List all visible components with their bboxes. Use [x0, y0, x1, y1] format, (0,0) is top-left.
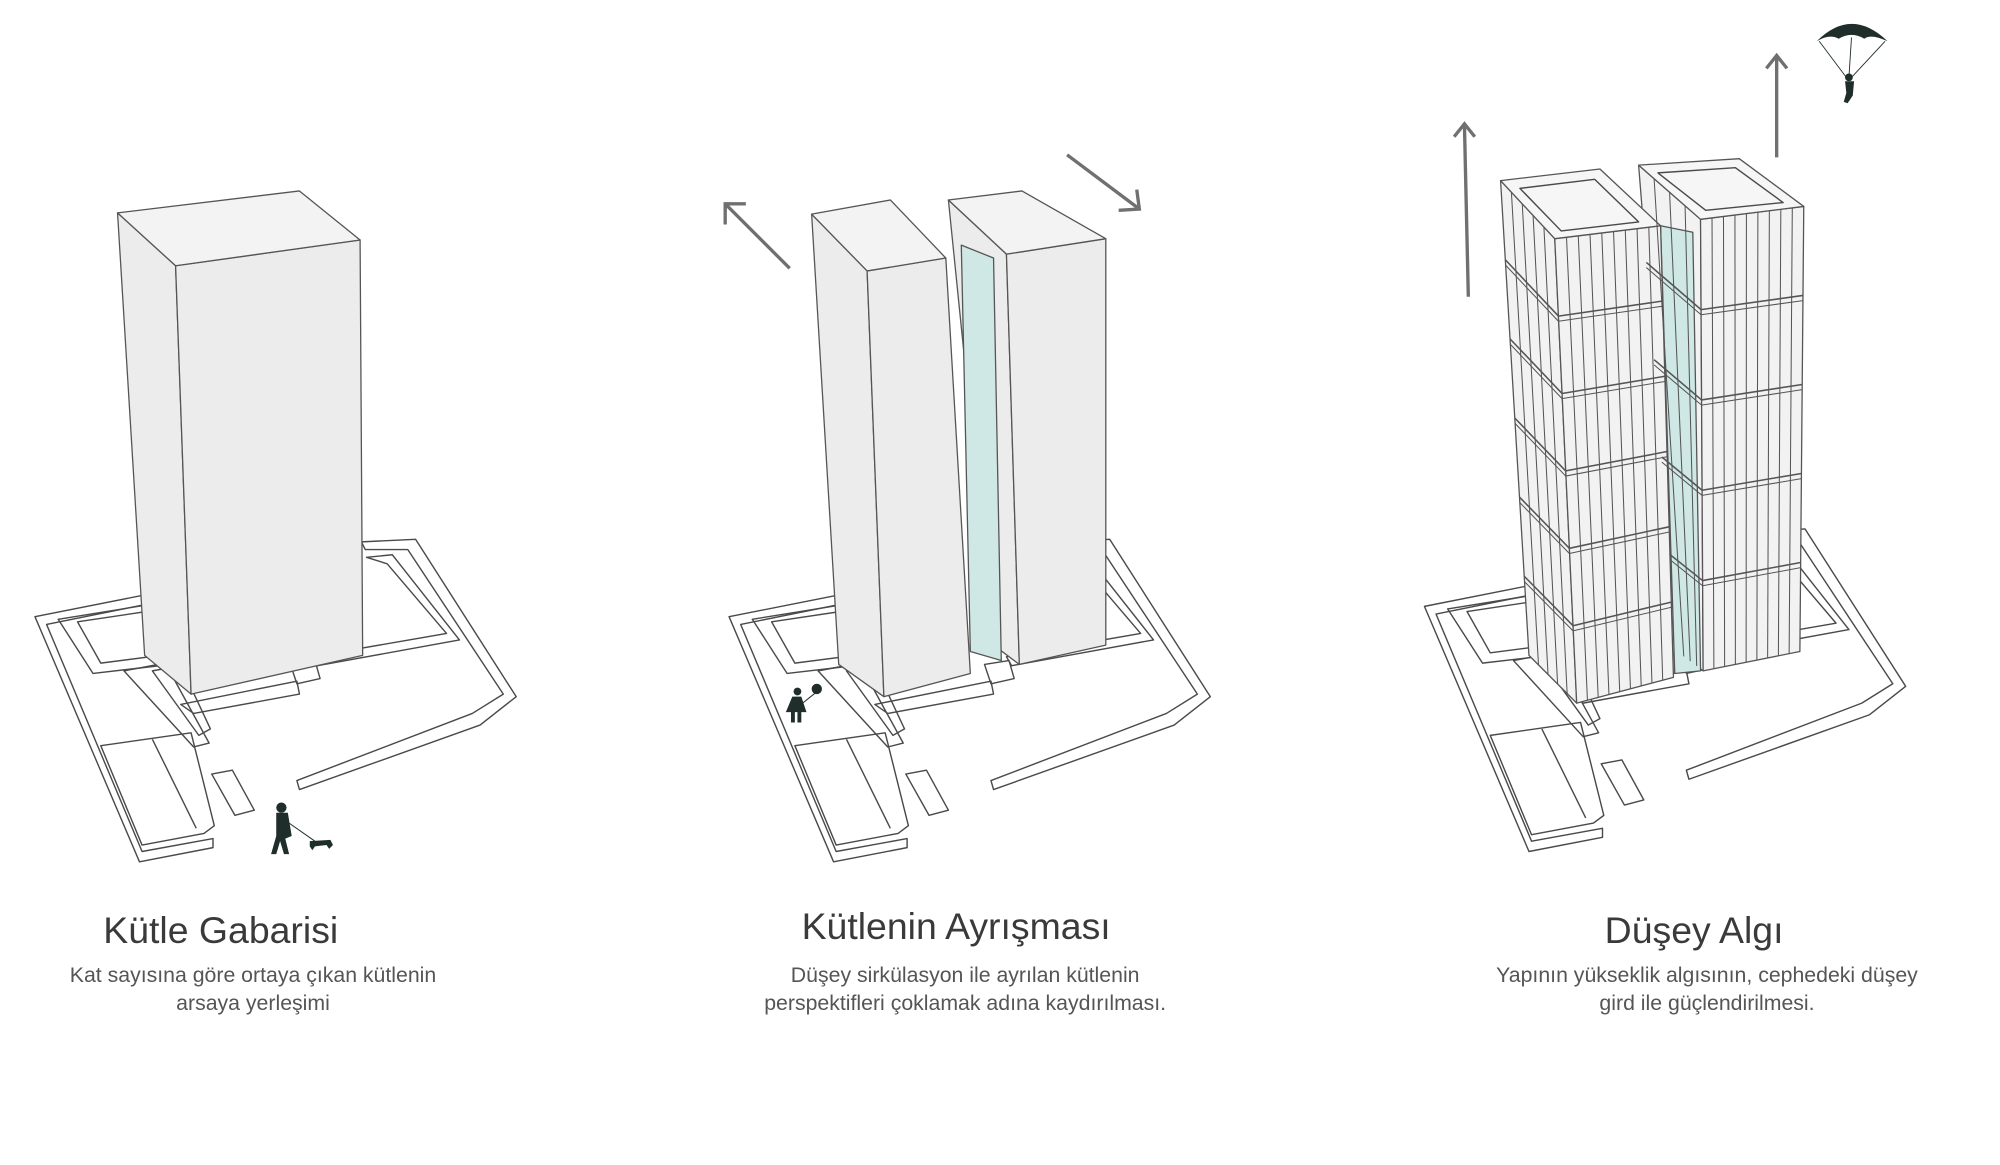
facade-mullion — [1756, 212, 1759, 661]
facade-band — [1669, 553, 1704, 582]
facade-band — [1645, 261, 1702, 311]
facade-band — [1565, 456, 1668, 477]
facade-band — [1701, 389, 1803, 406]
arrow-down-right-icon — [1066, 153, 1142, 212]
facade-band — [1504, 259, 1559, 317]
tower-left-front-face — [866, 257, 971, 698]
facade-band — [1509, 338, 1563, 395]
facade-mullion — [1684, 205, 1698, 667]
panel-vertical-perception: Düşey Algı Yapının yükseklik algısının, … — [1423, 23, 1918, 1015]
panel-mass-separation: Kütlenin Ayrışması Düşey sirkülasyon ile… — [723, 153, 1212, 1015]
facade-band — [1669, 559, 1703, 587]
panel-mass-envelope: Kütle Gabarisi Kat sayısına göre ortaya … — [34, 190, 517, 1015]
tower-front-face — [174, 239, 364, 695]
arrow-up-icon — [1452, 121, 1477, 297]
person-walking-dog-icon — [271, 802, 333, 855]
panel-caption-line: Yapının yükseklik algısının, cephedeki d… — [1496, 963, 1918, 987]
facade-mullion — [1788, 207, 1793, 654]
panel-title: Düşey Algı — [1605, 909, 1784, 951]
facade-band — [1523, 575, 1574, 627]
facade-band — [1653, 364, 1702, 406]
tower-left-roof-inner — [1519, 178, 1640, 232]
tower-right-front-face — [1699, 205, 1805, 672]
facade-mullion — [1722, 216, 1726, 667]
facade-band — [1702, 561, 1801, 582]
facade-band — [1569, 526, 1670, 550]
facade-band — [1514, 422, 1567, 477]
parachutist-icon — [1816, 23, 1888, 104]
facade-band — [1646, 267, 1702, 316]
facade-band — [1558, 300, 1663, 317]
facade-band — [1561, 380, 1665, 400]
tower-left-top-face — [810, 199, 947, 272]
facade-band — [1565, 450, 1668, 472]
facade-band — [1701, 472, 1802, 492]
facade-mullion — [1653, 178, 1685, 657]
facade-mullion — [1767, 210, 1770, 658]
tower-right-front-face — [1005, 238, 1107, 666]
panel-title: Kütlenin Ayrışması — [802, 905, 1111, 947]
facade-grid — [1504, 178, 1804, 701]
panel-caption-line: Kat sayısına göre ortaya çıkan kütlenin — [70, 963, 436, 987]
facade-band — [1653, 359, 1703, 401]
panel-caption-line: gird ile güçlendirilmesi. — [1599, 991, 1814, 1015]
facade-band — [1523, 581, 1574, 632]
facade-band — [1572, 606, 1672, 632]
facade-band — [1702, 567, 1801, 587]
facade-mullion — [1777, 209, 1782, 656]
facade-band — [1509, 343, 1563, 400]
circulation-glass-core — [960, 244, 1002, 662]
tower-right-top-face — [947, 190, 1107, 255]
facade-band — [1661, 456, 1703, 491]
facade-band — [1504, 264, 1559, 322]
panel-title: Kütle Gabarisi — [103, 909, 338, 951]
child-with-balloon-icon — [785, 683, 822, 723]
tower-right-roof-inner — [1657, 167, 1784, 212]
arrow-up-left-icon — [723, 202, 791, 270]
facade-band — [1518, 496, 1570, 549]
facade-band — [1519, 501, 1570, 554]
facade-band — [1572, 601, 1672, 627]
panel-caption-line: arsaya yerleşimi — [176, 991, 330, 1015]
facade-mullion — [1669, 192, 1691, 662]
facade-band — [1561, 375, 1665, 395]
panel-caption-line: perspektifleri çoklamak adına kaydırılma… — [764, 991, 1166, 1015]
facade-mullion — [1711, 217, 1715, 669]
facade-band — [1661, 461, 1703, 496]
facade-band — [1702, 478, 1802, 496]
panel-caption-line: Düşey sirkülasyon ile ayrılan kütlenin — [791, 963, 1140, 987]
facade-band — [1701, 383, 1803, 401]
facade-band — [1700, 294, 1804, 311]
arrow-up-icon — [1765, 52, 1789, 158]
facade-band — [1700, 300, 1804, 316]
facade-band — [1514, 417, 1567, 472]
tower-top-face — [116, 190, 361, 267]
facade-band — [1558, 305, 1663, 322]
facade-band — [1569, 531, 1670, 554]
